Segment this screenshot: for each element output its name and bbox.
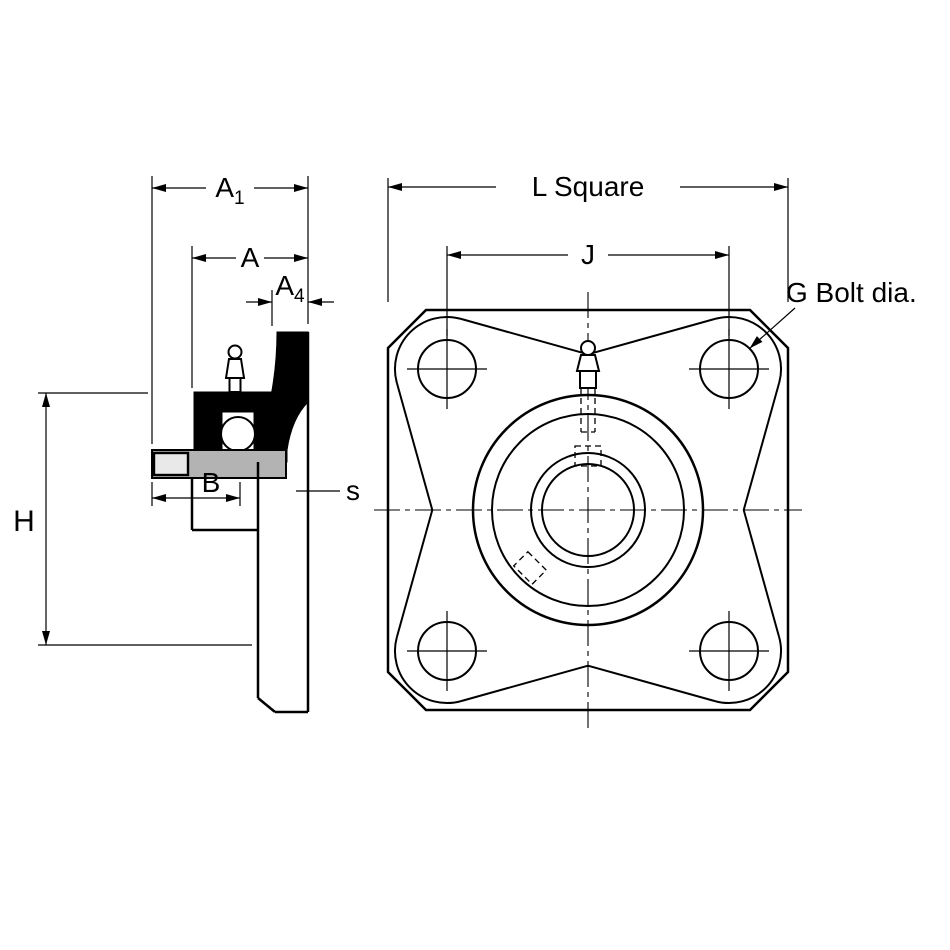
arrowhead xyxy=(294,254,308,262)
dimension-j: J xyxy=(446,239,730,336)
arrowhead xyxy=(715,251,729,259)
dim-label-a: A xyxy=(241,242,260,273)
leader-s: s xyxy=(296,475,360,506)
dim-label-b: B xyxy=(202,467,221,498)
bolt-hole-crosshairs xyxy=(407,329,769,691)
hidden-details xyxy=(512,388,602,586)
bearing-side-section xyxy=(151,331,310,714)
arrowhead xyxy=(308,298,322,306)
grease-nipple-stem xyxy=(579,370,597,389)
dim-label-a1: A1 xyxy=(215,172,244,209)
grease-nipple-ball-icon xyxy=(227,344,243,360)
boss-arc-bottom-left xyxy=(394,636,462,704)
arrowhead xyxy=(749,336,763,349)
arrowhead xyxy=(294,184,308,192)
dimension-a1: A1 xyxy=(151,172,309,444)
bearing-ball xyxy=(220,416,256,452)
grease-nipple-front xyxy=(575,340,601,389)
front-view: L Square J G Bolt dia. xyxy=(374,171,917,728)
dimension-a4: A4 xyxy=(246,270,334,326)
arrowhead xyxy=(192,254,206,262)
flange-plate-outline xyxy=(386,308,790,712)
side-view: A1 A A4 H xyxy=(13,172,360,714)
dimension-l-square: L Square xyxy=(387,171,789,302)
grease-nipple-stem xyxy=(228,377,242,393)
arrowhead xyxy=(447,251,461,259)
arrowhead xyxy=(258,298,272,306)
dim-label-a4: A4 xyxy=(275,270,305,307)
arrowhead xyxy=(152,184,166,192)
locking-collar xyxy=(152,451,190,477)
arrowhead xyxy=(42,393,50,407)
grease-nipple-ball-icon xyxy=(580,340,596,356)
housing-wall-section xyxy=(193,411,211,451)
raised-face-rosette xyxy=(394,316,782,704)
dim-label-h: H xyxy=(13,505,35,538)
arrowhead xyxy=(152,494,166,502)
set-screw-side xyxy=(512,550,548,586)
boss-arc-top-left xyxy=(394,316,462,384)
dim-label-s: s xyxy=(346,475,360,506)
dim-label-g-bolt: G Bolt dia. xyxy=(786,277,917,308)
arrowhead xyxy=(774,183,788,191)
arrowhead xyxy=(388,183,402,191)
grease-nipple-body xyxy=(575,354,601,372)
dimension-a: A xyxy=(191,242,308,388)
dimension-b: B xyxy=(151,467,241,506)
set-screw-top xyxy=(574,445,602,467)
dim-label-l-square: L Square xyxy=(532,171,645,202)
grease-nipple-body xyxy=(224,358,246,379)
arrowhead xyxy=(226,494,240,502)
plate-bottom-chamfer xyxy=(257,697,276,713)
arrowhead xyxy=(42,631,50,645)
dimension-h: H xyxy=(13,392,252,646)
ring-wedge-right xyxy=(253,411,269,451)
boss-arc-top-right xyxy=(714,316,782,384)
ring-wedge-left xyxy=(209,411,223,451)
dim-label-j: J xyxy=(581,239,595,270)
boss-arc-bottom-right xyxy=(714,636,782,704)
bolt-holes xyxy=(407,329,769,691)
outer-ring-section xyxy=(193,391,278,413)
leader-g-bolt: G Bolt dia. xyxy=(749,277,917,349)
